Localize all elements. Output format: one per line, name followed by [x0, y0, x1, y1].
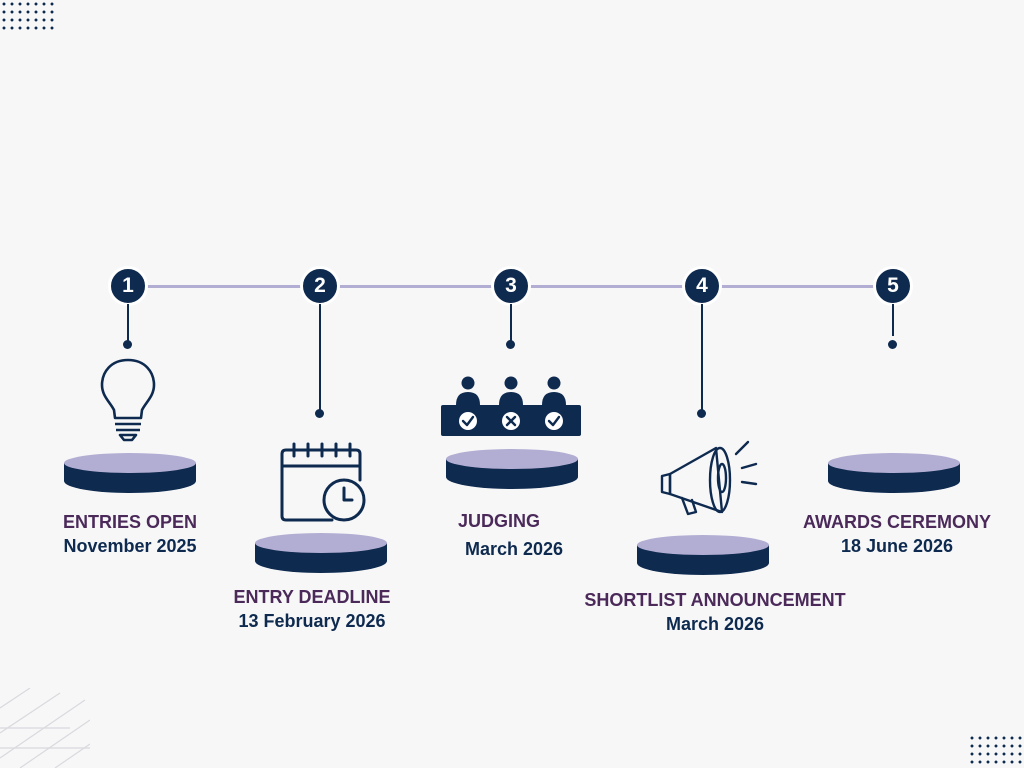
step-4-pedestal — [637, 535, 769, 575]
decorative-hatch-pattern — [0, 688, 90, 768]
step-3-stem-dot — [506, 340, 515, 349]
step-title: SHORTLIST ANNOUNCEMENT — [584, 590, 846, 610]
step-4-label: SHORTLIST ANNOUNCEMENT March 2026 — [560, 588, 870, 636]
step-3-pedestal — [446, 449, 578, 489]
step-title: ENTRIES OPEN — [62, 512, 198, 532]
step-date: March 2026 — [464, 539, 564, 559]
step-title: AWARDS CEREMONY — [802, 512, 991, 532]
step-3-label: JUDGING March 2026 — [414, 507, 614, 563]
step-number: 2 — [314, 274, 326, 297]
decorative-dot-grid — [968, 734, 1024, 768]
step-number: 4 — [696, 274, 708, 297]
step-2-label: ENTRY DEADLINE 13 February 2026 — [200, 585, 424, 633]
step-5-stem — [892, 304, 894, 336]
step-1-stem — [127, 304, 129, 342]
step-1-stem-dot — [123, 340, 132, 349]
step-date: 18 June 2026 — [840, 536, 954, 556]
step-1-number-badge: 1 — [108, 266, 148, 306]
step-3-stem — [510, 304, 512, 342]
calendar-clock-icon — [280, 442, 366, 522]
step-3-number-badge: 3 — [491, 266, 531, 306]
step-2-stem — [319, 304, 321, 410]
step-5-label: AWARDS CEREMONY 18 June 2026 — [780, 510, 1014, 558]
step-5-stem-dot — [888, 340, 897, 349]
step-number: 1 — [122, 274, 134, 297]
step-5-number-badge: 5 — [873, 266, 913, 306]
step-2-number-badge: 2 — [300, 266, 340, 306]
step-4-stem — [701, 304, 703, 410]
step-title: JUDGING — [457, 511, 540, 531]
megaphone-icon — [660, 440, 758, 516]
step-4-stem-dot — [697, 409, 706, 418]
step-4-number-badge: 4 — [682, 266, 722, 306]
step-title: ENTRY DEADLINE — [233, 587, 391, 607]
lightbulb-icon — [100, 358, 156, 442]
step-5-pedestal — [828, 453, 960, 493]
step-2-pedestal — [255, 533, 387, 573]
step-number: 5 — [887, 274, 899, 297]
step-date: 13 February 2026 — [238, 611, 386, 631]
judging-panel-icon — [441, 376, 581, 436]
step-date: November 2025 — [63, 536, 197, 556]
step-1-label: ENTRIES OPEN November 2025 — [30, 510, 230, 558]
step-2-stem-dot — [315, 409, 324, 418]
step-1-pedestal — [64, 453, 196, 493]
step-date: March 2026 — [665, 614, 765, 634]
step-number: 3 — [505, 274, 517, 297]
decorative-dot-grid — [0, 0, 56, 34]
